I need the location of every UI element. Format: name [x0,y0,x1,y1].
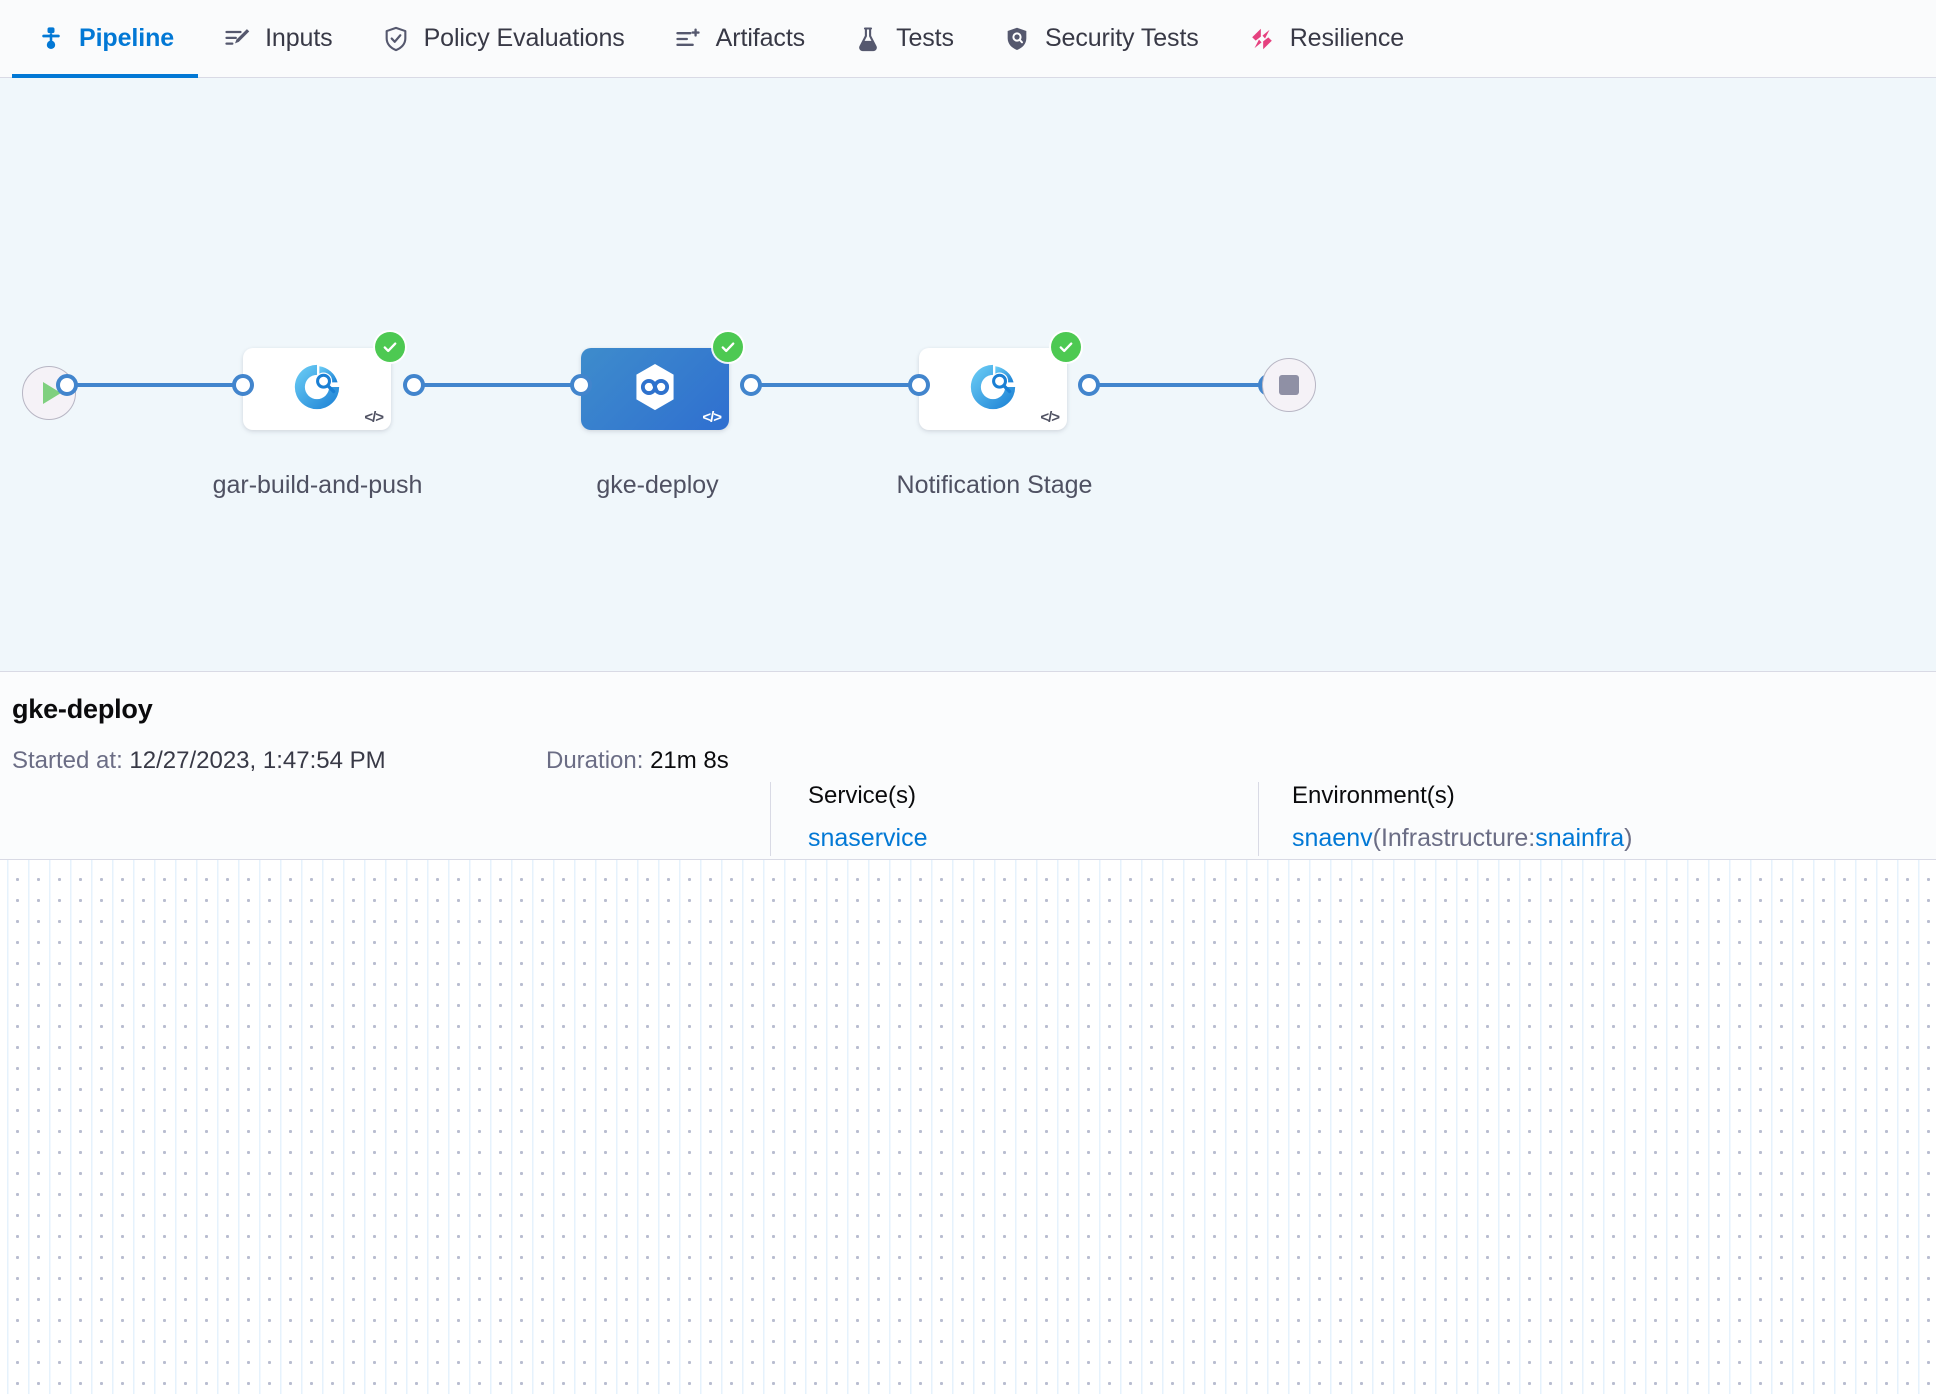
ci-build-icon [289,359,345,420]
code-yaml-icon[interactable]: </> [702,409,722,426]
tab-label: Resilience [1289,24,1405,52]
tab-tests[interactable]: Tests [829,0,978,78]
duration-value: 21m 8s [650,747,729,774]
started-at: Started at: 12/27/2023, 1:47:54 PM [12,747,386,775]
environment-value: snaenv(Infrastructure:snainfra) [1292,824,1632,853]
status-badge-success [1051,332,1081,362]
code-yaml-icon[interactable]: </> [1040,409,1060,426]
started-at-label: Started at: [12,747,123,774]
infrastructure-link[interactable]: snainfra [1535,824,1625,852]
tab-label: Tests [896,24,954,52]
cd-deploy-icon [628,360,682,419]
tab-artifacts[interactable]: Artifacts [649,0,829,78]
pipeline-graph-canvas[interactable]: </> gar-build-and-push </> gke-deploy [0,78,1936,672]
port [908,374,930,396]
stop-icon [1279,375,1299,395]
tab-label: Policy Evaluations [423,24,625,52]
policy-shield-icon [381,24,411,54]
execution-tab-bar: Pipeline Inputs Policy Evaluations Artif… [0,0,1936,78]
tab-label: Inputs [265,24,333,52]
port [1078,374,1100,396]
connector-stage1-to-stage2 [414,383,583,387]
service-link[interactable]: snaservice [808,824,928,852]
security-shield-icon [1002,24,1032,54]
ci-build-icon [965,359,1021,420]
tab-label: Artifacts [715,24,806,52]
tab-security-tests[interactable]: Security Tests [978,0,1223,78]
stage-label-gke-deploy: gke-deploy [596,471,719,499]
tab-pipeline[interactable]: Pipeline [12,0,199,78]
services-column: Service(s) snaservice [808,782,928,853]
code-yaml-icon[interactable]: </> [364,409,384,426]
pipeline-icon [36,24,66,54]
port [232,374,254,396]
tab-label: Pipeline [79,24,175,52]
stage-info-bar: gke-deploy Started at: 12/27/2023, 1:47:… [0,672,1936,860]
port [403,374,425,396]
status-badge-success [375,332,405,362]
status-badge-success [713,332,743,362]
connector-stage2-to-stage3 [750,383,920,387]
stage-label-gar-build-and-push: gar-build-and-push [212,471,423,499]
stage-node-gar-build-and-push[interactable]: </> [243,332,405,430]
started-at-value: 12/27/2023, 1:47:54 PM [129,747,386,774]
stage-info-title: gke-deploy [12,694,153,724]
pipeline-end-node[interactable] [1262,358,1316,412]
flask-icon [853,24,883,54]
duration-label: Duration: [546,747,644,774]
divider [770,782,771,856]
tab-inputs[interactable]: Inputs [198,0,357,78]
tab-label: Security Tests [1044,24,1199,52]
infrastructure-suffix: ) [1624,824,1633,852]
environment-link[interactable]: snaenv [1292,824,1373,852]
connector-start-to-stage1 [62,383,247,387]
duration: Duration: 21m 8s [546,747,729,775]
connector-stage3-to-end [1088,383,1268,387]
stage-label-notification-stage: Notification Stage [896,471,1093,499]
tab-resilience[interactable]: Resilience [1223,0,1428,78]
stage-graph-canvas[interactable]: </> Service </> Infrastructure [0,860,1936,1394]
divider [1258,782,1259,856]
artifacts-icon [673,24,703,54]
port [56,374,78,396]
port [570,374,592,396]
resilience-icon [1247,24,1277,54]
inputs-icon [222,24,252,54]
port [740,374,762,396]
infrastructure-prefix: (Infrastructure: [1372,824,1536,852]
environments-label: Environment(s) [1292,782,1455,809]
stage-node-gke-deploy[interactable]: </> [581,332,743,430]
stage-node-notification-stage[interactable]: </> [919,332,1081,430]
environments-column: Environment(s) snaenv(Infrastructure:sna… [1292,782,1632,853]
tab-policy-evaluations[interactable]: Policy Evaluations [357,0,649,78]
services-label: Service(s) [808,782,917,809]
